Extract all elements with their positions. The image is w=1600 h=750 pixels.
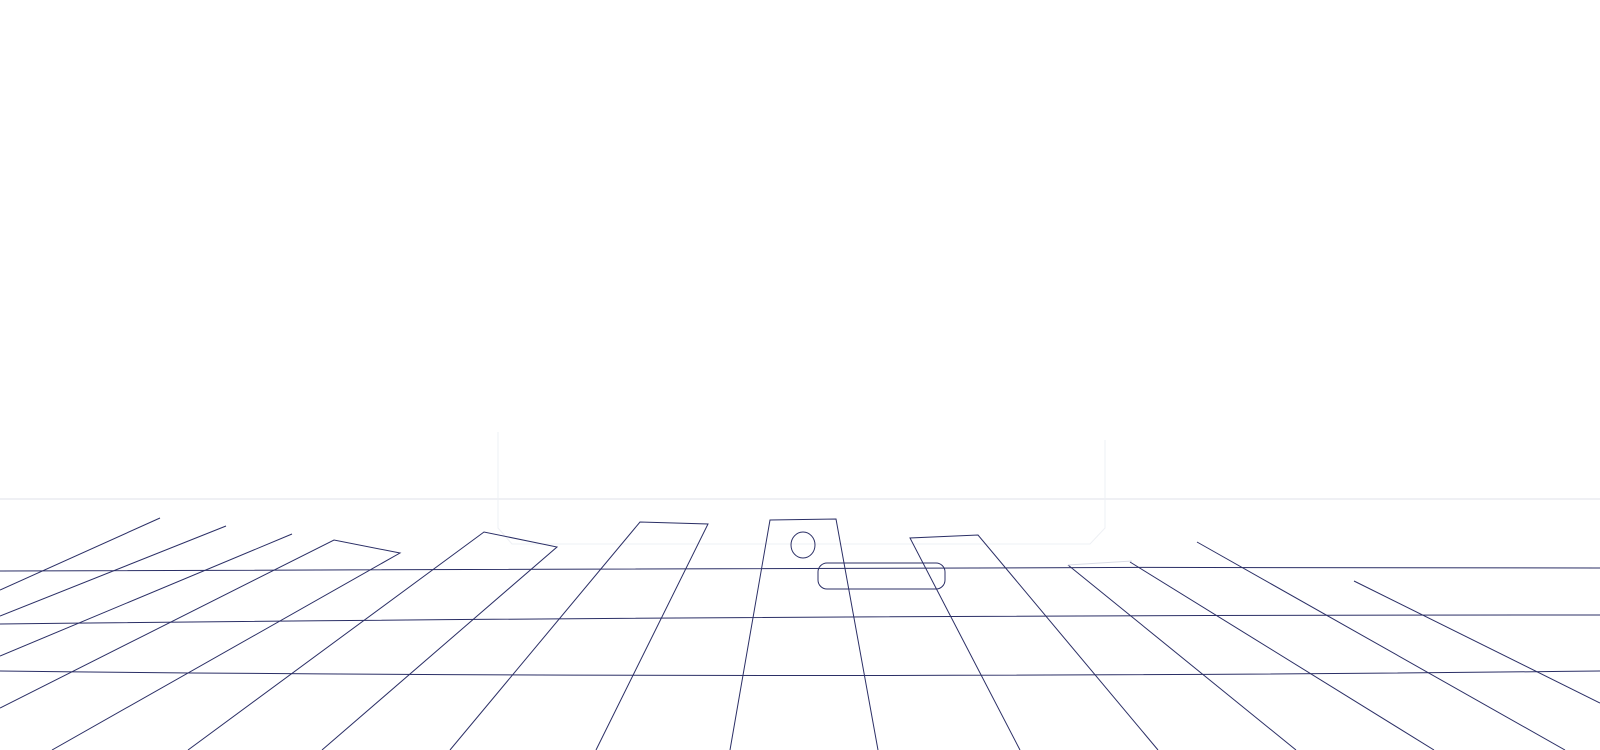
- grid-radial-right-1: [1067, 564, 1297, 750]
- pill-button-outline[interactable]: [817, 562, 946, 590]
- grid-horizontal-3: [0, 670, 1600, 676]
- grid-radial-right-2: [1067, 560, 1133, 566]
- pill-button-label[interactable]: [818, 562, 944, 584]
- grid-radial-right-4: [1196, 541, 1566, 750]
- grid-horizontal-1: [0, 566, 1600, 572]
- grid-radial-left-2: [0, 525, 227, 617]
- grid-radial-right-3: [1129, 561, 1435, 750]
- circle-marker-icon: [790, 531, 816, 559]
- grid-panel-4: [909, 534, 1159, 750]
- grid-panel-2: [187, 531, 559, 750]
- grid-radial-right-5: [1353, 580, 1600, 704]
- grid-radial-left-1: [0, 517, 161, 591]
- grid-panel-1: [0, 539, 402, 750]
- grid-radial-left-3: [0, 533, 293, 657]
- ghost-window-outline: [497, 432, 1106, 545]
- grid-panel-center: [729, 518, 879, 750]
- grid-horizontal-2: [0, 614, 1600, 625]
- grid-panel-3: [449, 521, 709, 750]
